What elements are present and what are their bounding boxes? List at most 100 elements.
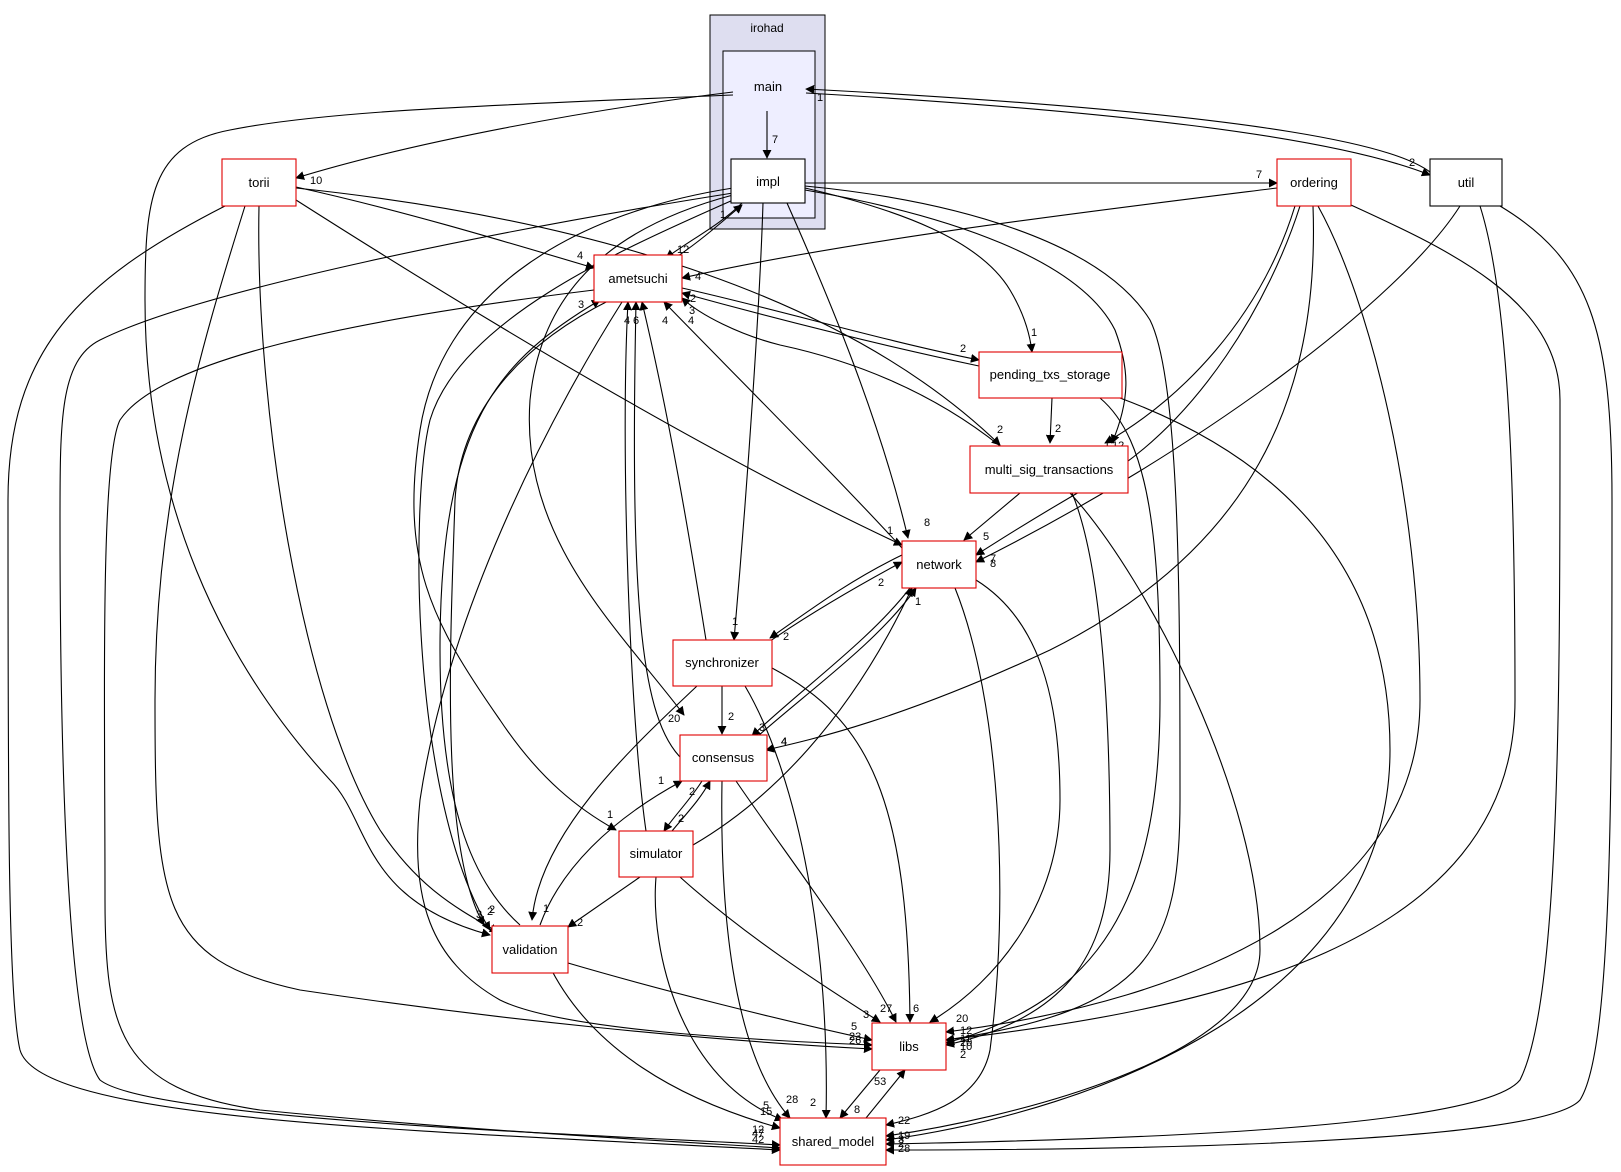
edge-simulator-network bbox=[692, 587, 913, 846]
edge-simulator-shared bbox=[654, 876, 784, 1122]
edges: 7 10 1 2 7 12 1 1 12 8 1 20 bbox=[7, 84, 1613, 1155]
node-ametsuchi-label: ametsuchi bbox=[608, 271, 667, 286]
edge-label-ametsuchi-libs: 26 bbox=[849, 1035, 861, 1047]
edge-ordering-multisig bbox=[1104, 205, 1296, 444]
node-pending-txs-storage[interactable]: pending_txs_storage bbox=[978, 351, 1123, 399]
edge-simulator-libs bbox=[679, 876, 881, 1023]
edge-ordering-ametsuchi bbox=[681, 187, 1278, 281]
edge-impl-network bbox=[786, 202, 911, 539]
node-multi-sig-transactions[interactable]: multi_sig_transactions bbox=[969, 445, 1129, 494]
node-validation[interactable]: validation bbox=[491, 925, 569, 974]
edge-label-pending-shared: 3 bbox=[898, 1134, 904, 1146]
edge-label-network-libs: 20 bbox=[956, 1013, 968, 1025]
node-libs-label: libs bbox=[899, 1039, 919, 1054]
edge-pending-multisig bbox=[1045, 397, 1055, 444]
edge-label-ordering-ametsuchi: 4 bbox=[695, 271, 701, 283]
edge-label-simulator-consensus: 2 bbox=[689, 786, 695, 798]
node-torii[interactable]: torii bbox=[221, 158, 297, 207]
edge-label-network-consensus: 3 bbox=[759, 722, 765, 734]
edge-multisig-shared bbox=[885, 492, 1261, 1140]
edge-pending-ametsuchi bbox=[681, 290, 980, 367]
edge-impl-multisig bbox=[804, 189, 1127, 444]
edge-synchronizer-libs bbox=[771, 667, 915, 1023]
edge-ordering-consensus bbox=[765, 205, 1315, 753]
node-libs[interactable]: libs bbox=[871, 1022, 947, 1071]
edge-label-synchronizer-validation: 1 bbox=[543, 903, 549, 915]
edge-shared-libs bbox=[865, 1069, 906, 1119]
edge-simulator-consensus bbox=[671, 780, 711, 832]
edge-label-impl-network: 8 bbox=[924, 517, 930, 529]
edge-impl-validation bbox=[418, 199, 734, 931]
edge-libs-shared bbox=[839, 1069, 881, 1119]
node-ametsuchi[interactable]: ametsuchi bbox=[593, 254, 683, 303]
edge-label-impl-consensus: 20 bbox=[668, 713, 680, 725]
edge-label-synchronizer-network: 2 bbox=[878, 577, 884, 589]
edge-label-shared-libs: 53 bbox=[874, 1076, 886, 1088]
edge-label-torii-validation: 2 bbox=[487, 906, 493, 918]
edge-label-ametsuchi-impl: 1 bbox=[720, 209, 726, 221]
edge-label-multisig-ametsuchi: 3 bbox=[689, 305, 695, 317]
edge-label-main-torii: 10 bbox=[310, 175, 322, 187]
edge-label-util-network: 7 bbox=[990, 553, 996, 565]
edge-label-ametsuchi-pending: 2 bbox=[960, 343, 966, 355]
node-shared-model-label: shared_model bbox=[792, 1134, 874, 1149]
edge-label-simulator-ametsuchi: 4 bbox=[624, 315, 630, 327]
edge-label-impl-ordering: 7 bbox=[1256, 169, 1262, 181]
edge-label-torii-ametsuchi: 4 bbox=[577, 250, 583, 262]
edge-label-impl-libs: 2 bbox=[960, 1049, 966, 1061]
node-ordering[interactable]: ordering bbox=[1276, 158, 1352, 207]
node-impl-label: impl bbox=[756, 174, 780, 189]
edge-torii-network bbox=[295, 199, 903, 546]
edge-ametsuchi-shared bbox=[103, 289, 781, 1152]
edge-label-impl-synchronizer: 1 bbox=[732, 616, 738, 628]
edge-label-torii-multisig: 2 bbox=[997, 424, 1003, 436]
edge-label-network-shared: 22 bbox=[898, 1115, 910, 1127]
edge-impl-shared bbox=[59, 192, 781, 1150]
edge-label-pending-multisig: 2 bbox=[1055, 423, 1061, 435]
edge-label-multisig-libs: 20 bbox=[960, 1037, 972, 1049]
edge-label-util-shared: 28 bbox=[898, 1143, 910, 1155]
edge-validation-libs bbox=[567, 962, 873, 1043]
edge-validation-shared bbox=[547, 962, 781, 1131]
edge-label-simulator-libs: 3 bbox=[863, 1009, 869, 1021]
edge-label-ametsuchi-shared: 12 bbox=[752, 1124, 764, 1136]
node-impl[interactable]: impl bbox=[730, 158, 806, 204]
edge-label-main-impl: 7 bbox=[772, 134, 778, 146]
edge-label-ordering-shared: 2 bbox=[898, 1138, 904, 1150]
edge-label-impl-shared: 47 bbox=[752, 1128, 764, 1140]
edge-label-synchronizer-ametsuchi: 4 bbox=[662, 315, 668, 327]
edge-network-shared bbox=[885, 587, 1001, 1128]
edge-label-impl-simulator: 1 bbox=[607, 809, 613, 821]
cluster-main-label: main bbox=[754, 79, 782, 94]
edge-synchronizer-network bbox=[759, 561, 903, 649]
edge-label-libs-shared: 8 bbox=[854, 1104, 860, 1116]
edge-label-consensus-libs: 27 bbox=[880, 1003, 892, 1015]
edge-label-validation-ametsuchi: 3 bbox=[578, 299, 584, 311]
edge-torii-validation bbox=[258, 205, 499, 933]
edge-label-util-libs: 10 bbox=[960, 1041, 972, 1053]
node-synchronizer[interactable]: synchronizer bbox=[672, 639, 773, 687]
edge-torii-ametsuchi bbox=[295, 186, 595, 271]
edge-pending-shared bbox=[885, 397, 1391, 1144]
edge-label-simulator-shared: 5 bbox=[763, 1100, 769, 1112]
node-util[interactable]: util bbox=[1429, 158, 1503, 207]
edge-label-multisig-network: 5 bbox=[983, 531, 989, 543]
node-multi-sig-transactions-label: multi_sig_transactions bbox=[985, 462, 1114, 477]
edge-label-pending-libs: 11 bbox=[960, 1033, 971, 1045]
edge-label-network-ametsuchi: 4 bbox=[688, 315, 694, 327]
node-shared-model[interactable]: shared_model bbox=[779, 1117, 887, 1166]
edge-impl-pending bbox=[804, 187, 1036, 353]
edge-label-consensus-shared: 28 bbox=[786, 1094, 798, 1106]
node-network[interactable]: network bbox=[901, 540, 977, 589]
edge-label-ametsuchi-validation: 2 bbox=[489, 904, 495, 916]
node-consensus[interactable]: consensus bbox=[679, 734, 768, 782]
node-network-label: network bbox=[916, 557, 962, 572]
edge-ametsuchi-pending bbox=[681, 287, 980, 363]
edge-impl-consensus bbox=[528, 194, 734, 716]
edge-label-ordering-consensus: 4 bbox=[781, 736, 787, 748]
edge-label-synchronizer-shared: 2 bbox=[810, 1097, 816, 1109]
node-simulator[interactable]: simulator bbox=[618, 830, 694, 878]
edge-consensus-shared bbox=[721, 780, 791, 1119]
edge-label-main-util: 2 bbox=[1409, 157, 1415, 169]
edge-label-validation-shared: 15 bbox=[760, 1106, 772, 1118]
